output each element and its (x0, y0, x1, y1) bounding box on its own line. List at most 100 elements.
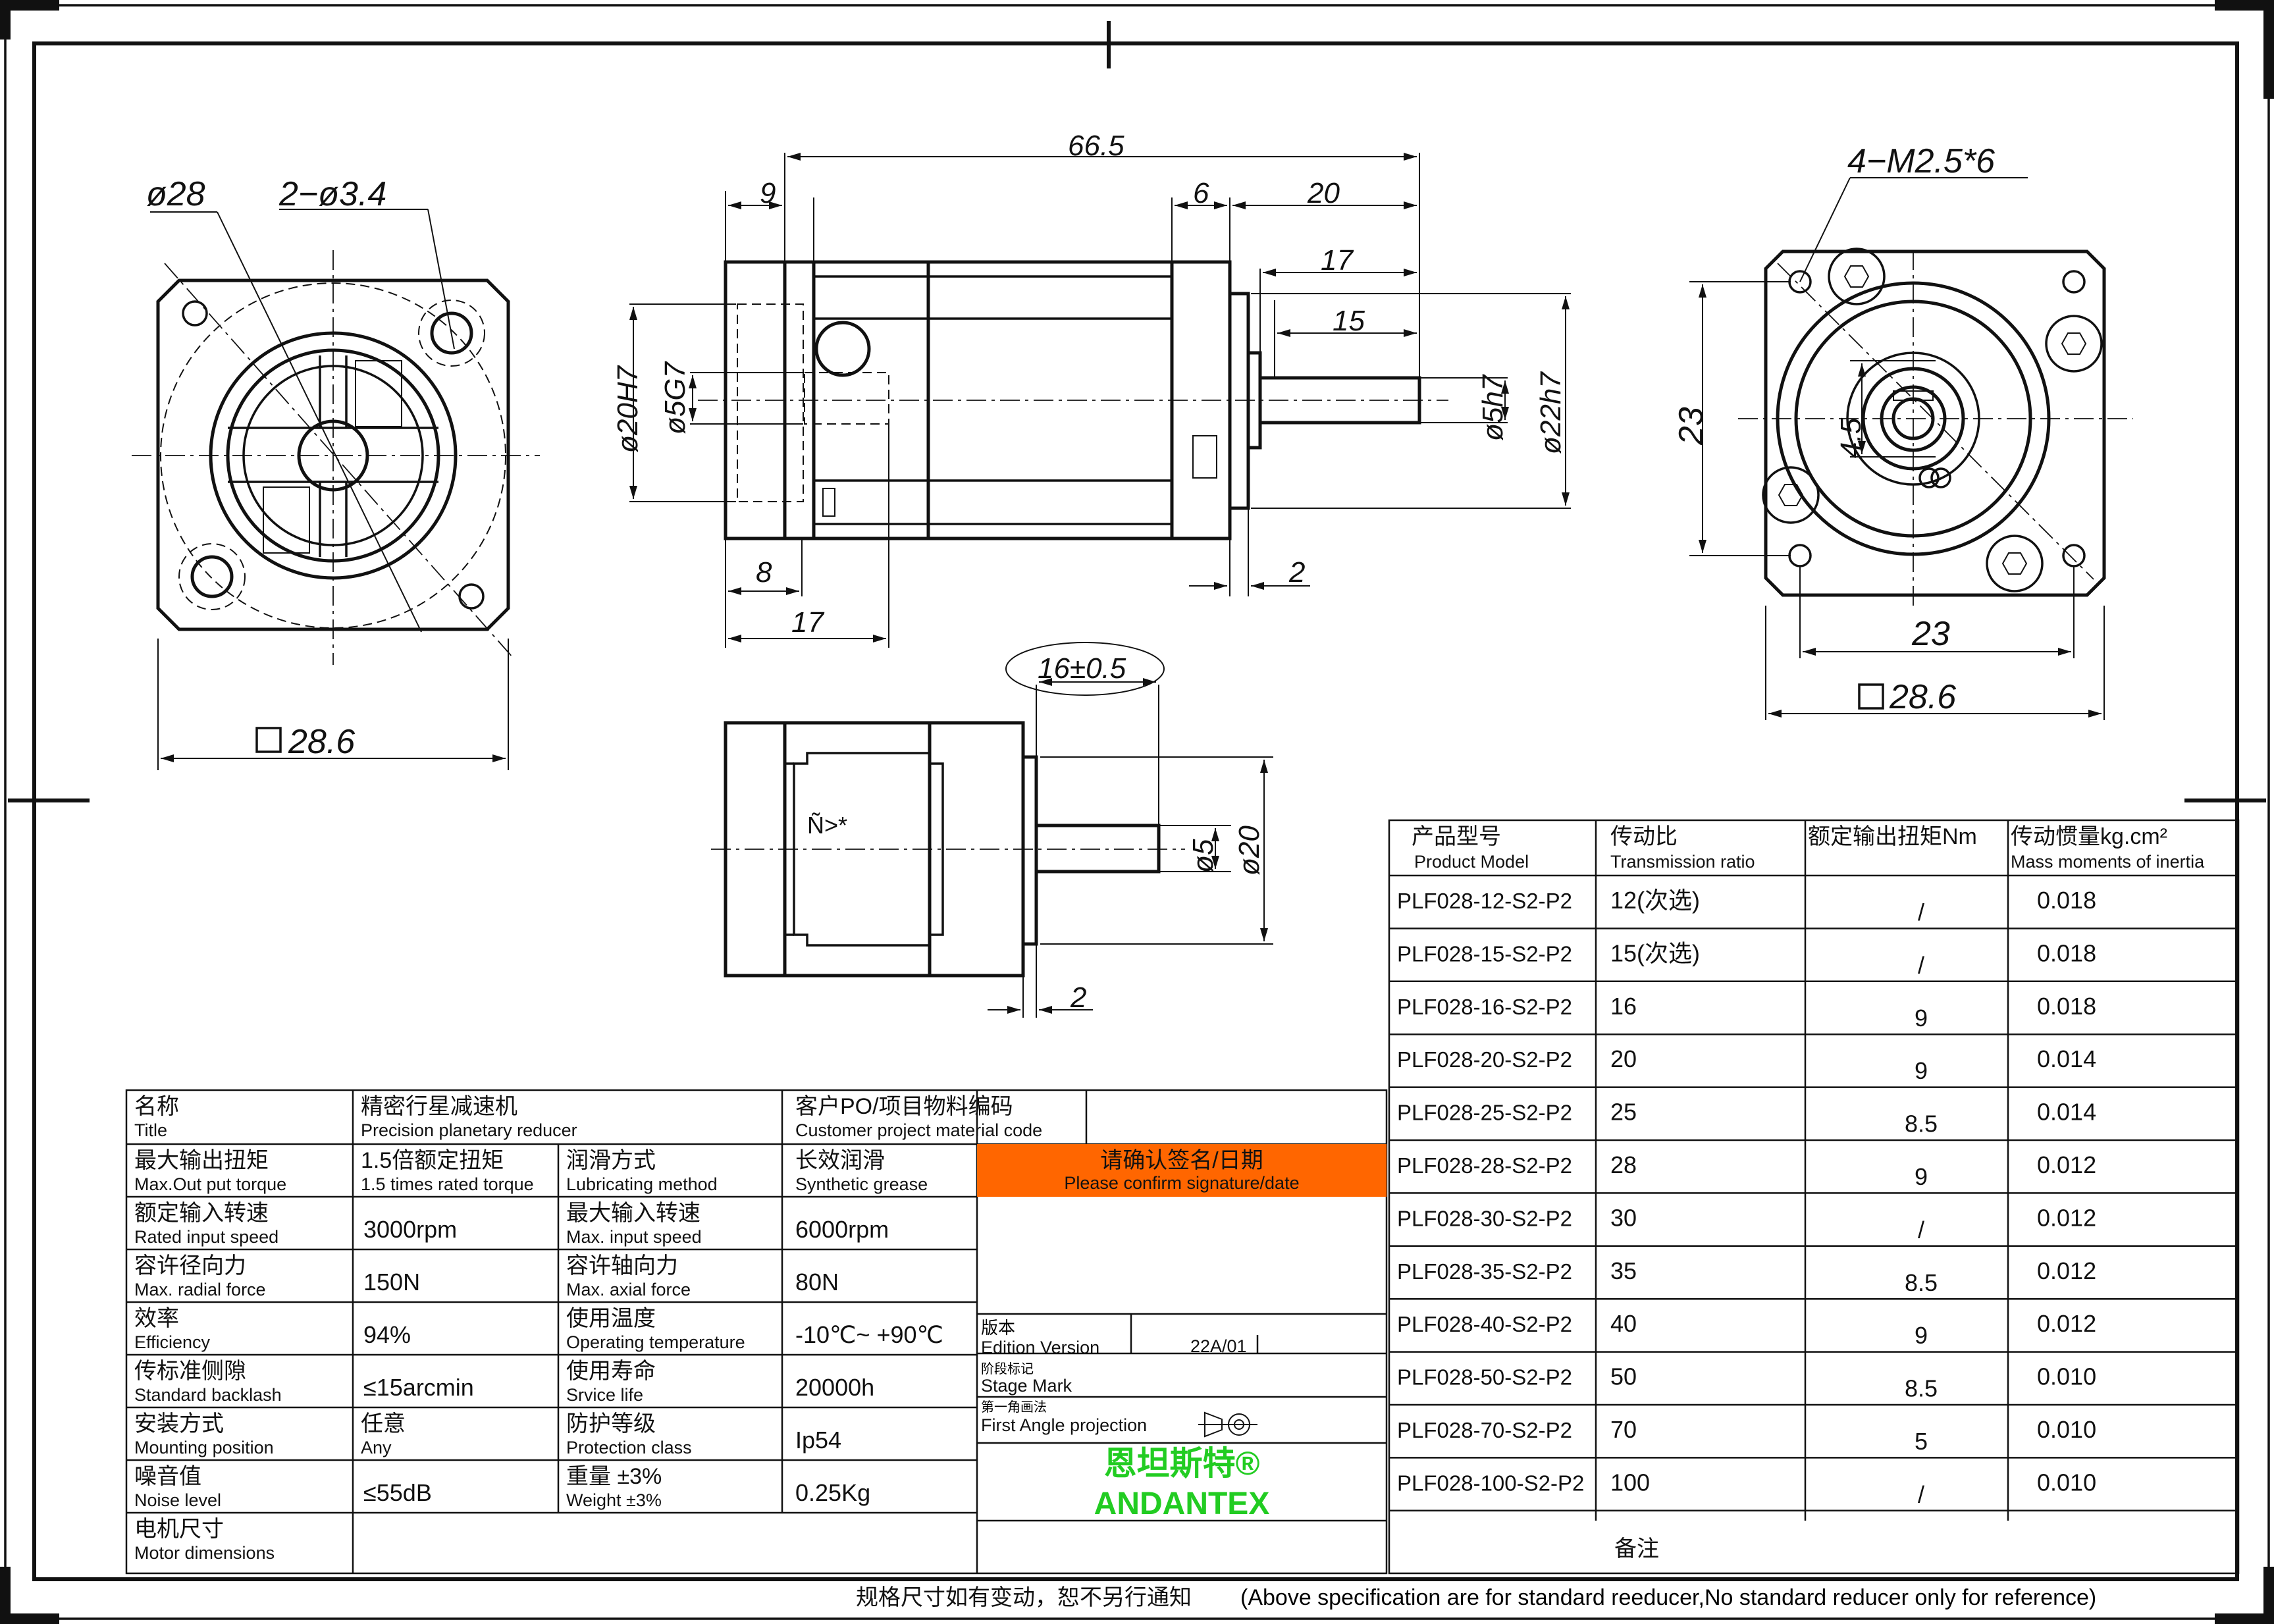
spec-l_val: 1.5倍额定扭矩 (361, 1148, 504, 1173)
dim-dia20h7: ø20H7 (612, 365, 644, 453)
model-ratio: 35 (1610, 1257, 1637, 1284)
model-name: PLF028-50-S2-P2 (1397, 1365, 1572, 1390)
first-angle-projection-icon (1198, 1411, 1257, 1438)
dim-right-23h: 23 (1911, 615, 1950, 653)
spec-r_en: Max. axial force (566, 1280, 691, 1299)
spec-l_en: Rated input speed (134, 1227, 278, 1247)
model-inertia: 0.012 (2037, 1257, 2096, 1284)
dim-bottom-2: 2 (1070, 982, 1086, 1014)
bottom-view: Ñ>* 16±0.5 ø5 ø20 2 (711, 642, 1273, 1018)
spec-l_val2: Precision planetary reducer (361, 1120, 577, 1140)
model-header-c4_cn: 传动惯量kg.cm² (2011, 824, 2167, 849)
spec-r_val: 长效润滑 (795, 1148, 885, 1173)
spec-r_en: Weight ±3% (566, 1490, 662, 1510)
model-torque: / (1918, 951, 1924, 978)
model-header-c1_cn: 产品型号 (1412, 824, 1501, 849)
proj-cn: 第一角画法 (981, 1400, 1047, 1415)
model-inertia: 0.012 (2037, 1151, 2096, 1178)
dim-dia22h7: ø22h7 (1535, 371, 1567, 454)
dim-15: 15 (1333, 305, 1365, 337)
spec-l_cn: 安装方式 (134, 1411, 224, 1436)
dim-8: 8 (756, 556, 772, 589)
model-name: PLF028-20-S2-P2 (1397, 1047, 1572, 1072)
model-header-c1_en: Product Model (1414, 852, 1529, 872)
model-torque: 9 (1915, 1322, 1928, 1349)
model-name: PLF028-100-S2-P2 (1397, 1471, 1584, 1495)
model-inertia: 0.018 (2037, 939, 2096, 966)
dim-dia5g7: ø5G7 (659, 361, 691, 434)
spec-r_cn: 最大输入转速 (566, 1201, 701, 1226)
dim-left-square: 28.6 (288, 723, 355, 761)
dim-bottom-16: 16±0.5 (1038, 652, 1126, 685)
model-ratio: 15(次选) (1610, 939, 1700, 966)
spec-l_cn: 传标准侧隙 (134, 1359, 246, 1384)
model-name: PLF028-28-S2-P2 (1397, 1153, 1572, 1178)
model-inertia: 0.014 (2037, 1045, 2096, 1072)
stage-en: Stage Mark (981, 1376, 1072, 1396)
spec-r_cn: 重量 ±3% (566, 1464, 662, 1489)
model-inertia: 0.012 (2037, 1204, 2096, 1231)
spec-r_cn: 客户PO/项目物料编码 (795, 1094, 1013, 1119)
spec-l_cn: 噪音值 (134, 1464, 201, 1489)
model-inertia: 0.010 (2037, 1416, 2096, 1443)
dim-right-23v: 23 (1672, 407, 1710, 446)
spec-r_en: Max. input speed (566, 1227, 702, 1247)
left-view: ø28 2−ø3.4 28.6 (132, 175, 540, 770)
spec-l_val2: Any (361, 1438, 392, 1457)
spec-l_en: Efficiency (134, 1332, 211, 1352)
spec-l_en: Motor dimensions (134, 1543, 275, 1563)
spec-l_en: Max. radial force (134, 1280, 266, 1299)
spec-l_val: 精密行星减速机 (361, 1094, 517, 1119)
model-torque: / (1918, 1480, 1924, 1507)
model-inertia: 0.010 (2037, 1363, 2096, 1390)
model-torque: 8.5 (1905, 1111, 1938, 1138)
model-name: PLF028-70-S2-P2 (1397, 1418, 1572, 1442)
model-torque: 5 (1915, 1428, 1928, 1455)
spec-r_en: Customer project material code (795, 1120, 1042, 1140)
model-ratio: 12(次选) (1610, 887, 1700, 914)
spec-l_en: Noise level (134, 1490, 221, 1510)
spec-l_val: 94% (363, 1321, 411, 1348)
model-ratio: 20 (1610, 1045, 1637, 1072)
dim-right-45: 4.5 (1835, 417, 1867, 458)
model-torque: / (1918, 899, 1924, 926)
square-symbol-right (1858, 683, 1884, 710)
model-name: PLF028-40-S2-P2 (1397, 1312, 1572, 1336)
dim-right-square: 28.6 (1889, 678, 1956, 716)
dim-17a: 17 (1321, 244, 1354, 276)
spec-l_en: Max.Out put torque (134, 1174, 286, 1194)
proj-en: First Angle projection (981, 1415, 1147, 1435)
spec-r_cn: 润滑方式 (566, 1148, 656, 1173)
model-ratio: 100 (1610, 1469, 1650, 1496)
square-symbol (255, 727, 282, 753)
spec-r_en: Lubricating method (566, 1174, 718, 1194)
model-inertia: 0.010 (2037, 1469, 2096, 1496)
stage-cn: 阶段标记 (981, 1361, 1034, 1376)
footer-note-en: (Above specification are for standard re… (1240, 1585, 2096, 1610)
model-ratio: 25 (1610, 1099, 1637, 1126)
spec-r_cn: 防护等级 (566, 1411, 656, 1436)
spec-r_val: 80N (795, 1269, 839, 1296)
dim-bottom-dia20: ø20 (1233, 825, 1265, 876)
spec-l_en: Standard backlash (134, 1385, 282, 1405)
footer-note-cn: 规格尺寸如有变动，恕不另行通知 (856, 1585, 1192, 1610)
model-header-c2_cn: 传动比 (1610, 824, 1678, 849)
model-torque: / (1918, 1216, 1924, 1243)
spec-l_cn: 额定输入转速 (134, 1201, 269, 1226)
model-name: PLF028-15-S2-P2 (1397, 941, 1572, 966)
spec-l_val: 任意 (361, 1411, 406, 1436)
edition-val: 22A/01 (1190, 1336, 1247, 1356)
brand-cn: 恩坦斯特® (1104, 1445, 1260, 1482)
spec-l_cn: 容许径向力 (134, 1253, 246, 1278)
brand-en: ANDANTEX (1094, 1486, 1270, 1521)
dim-2a: 2 (1288, 556, 1305, 589)
model-name: PLF028-25-S2-P2 (1397, 1101, 1572, 1125)
spec-l_cn: 效率 (134, 1306, 179, 1331)
model-header-c3_cn: 额定输出扭矩Nm (1808, 824, 1977, 849)
model-torque: 9 (1915, 1163, 1928, 1190)
dim-17b: 17 (791, 606, 824, 639)
model-ratio: 70 (1610, 1416, 1637, 1443)
confirm-cn: 请确认签名/日期 (1100, 1148, 1263, 1173)
dim-total-length: 66.5 (1068, 130, 1124, 162)
